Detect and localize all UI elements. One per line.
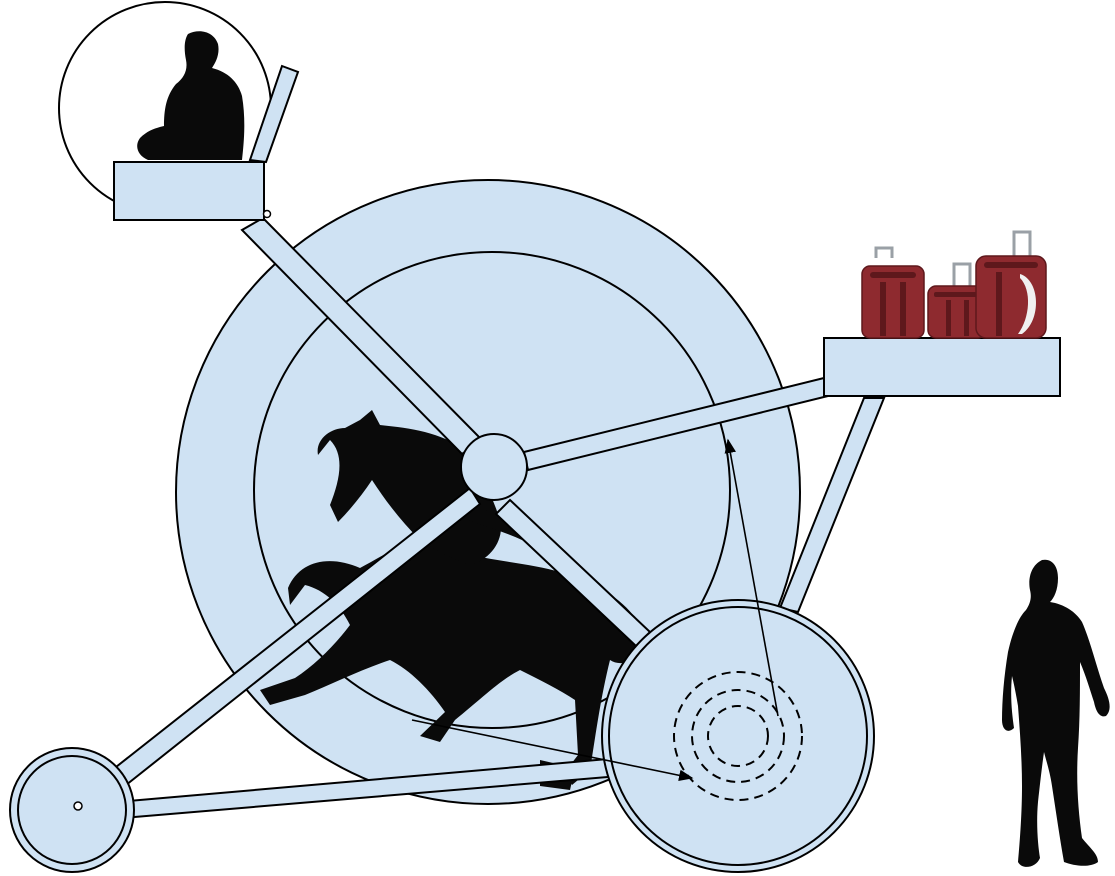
luggage-left (861, 246, 925, 339)
standing-person-silhouette (1002, 559, 1110, 867)
seated-rider-silhouette (137, 31, 245, 161)
gear-ring-middle (691, 689, 785, 783)
strut-driver (240, 216, 484, 456)
luggage-stack (861, 230, 1047, 339)
front-wheel (9, 747, 135, 873)
front-wheel-axle (73, 801, 83, 811)
hub (460, 433, 528, 501)
cargo-platform (823, 337, 1061, 397)
drive-wheel (601, 599, 875, 873)
driver-platform-pin (262, 209, 272, 219)
driver-platform (113, 161, 272, 221)
transmission-arrows (411, 438, 779, 782)
strut-back-rest (248, 64, 300, 164)
arrow-drive-up (724, 438, 779, 717)
luggage-right (975, 230, 1047, 339)
gear-ring-inner (707, 705, 769, 767)
strut-cargo-brace (778, 397, 886, 614)
main-wheel-inner-rim (253, 251, 731, 729)
gear-ring-outer (673, 671, 803, 801)
luggage-middle (927, 262, 987, 339)
arrow-belt (411, 719, 694, 782)
